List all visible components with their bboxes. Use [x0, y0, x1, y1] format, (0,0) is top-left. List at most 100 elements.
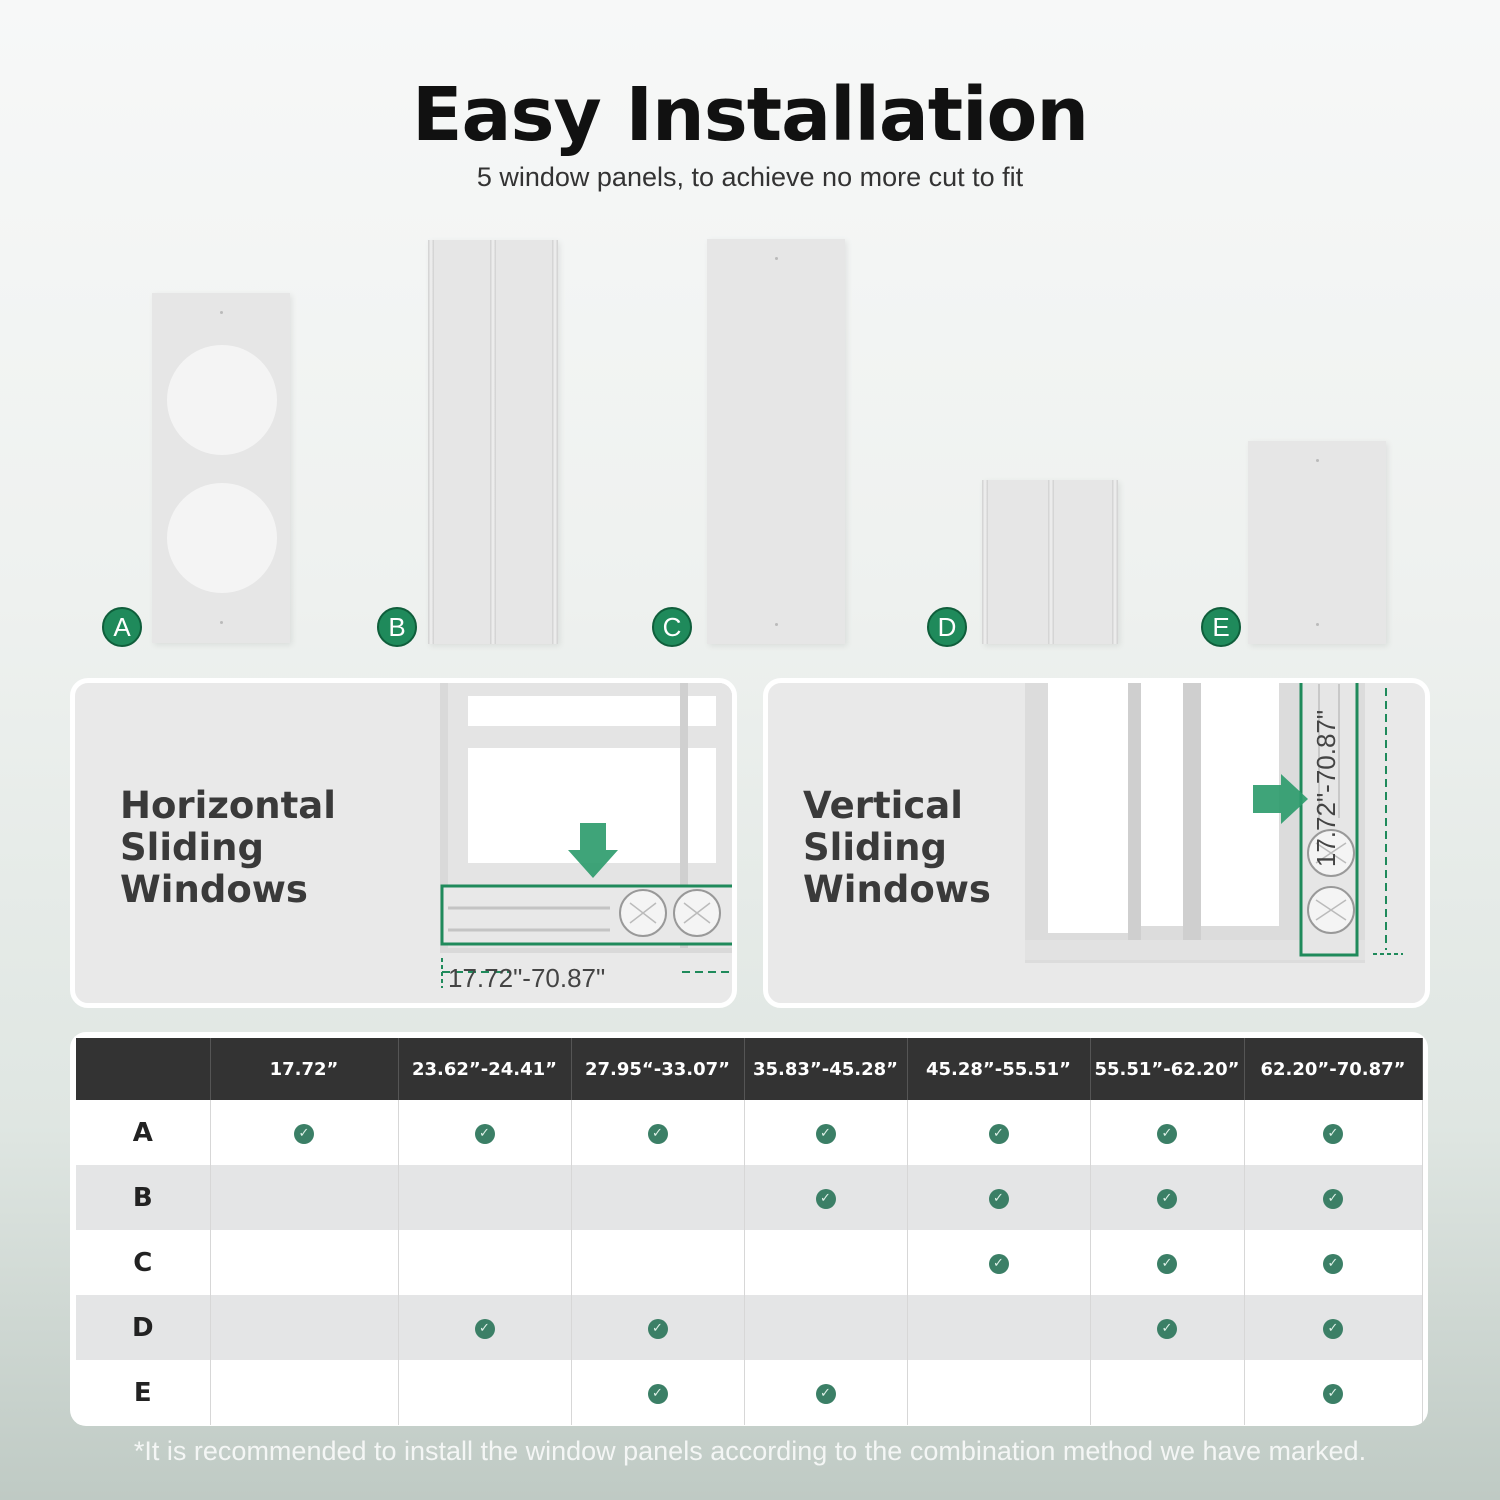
panel-rail	[1048, 480, 1054, 644]
panel-d-image	[982, 480, 1118, 644]
check-icon: ✓	[988, 1253, 1009, 1274]
table-row: E ✓ ✓ ✓	[76, 1360, 1423, 1425]
screw-hole	[775, 257, 778, 260]
table-cell	[398, 1230, 572, 1295]
table-cell: ✓	[744, 1100, 908, 1165]
vertical-window-card: Vertical Sliding Windows 17.72"-70.87"	[763, 678, 1430, 1008]
row-label: C	[76, 1230, 211, 1295]
panel-a-badge: A	[102, 607, 142, 647]
table-cell: ✓	[571, 1360, 745, 1425]
page-subtitle: 5 window panels, to achieve no more cut …	[476, 162, 1024, 192]
horizontal-dimension-label: 17.72"-70.87"	[448, 963, 606, 993]
column-header: 17.72”	[210, 1038, 399, 1100]
column-header: 23.62”-24.41”	[398, 1038, 572, 1100]
vent-hole	[167, 345, 277, 455]
vertical-dimension-label: 17.72"-70.87"	[1311, 709, 1342, 868]
title-line: Windows	[803, 868, 991, 911]
title-line: Vertical	[803, 784, 963, 827]
vertical-window-illustration	[1025, 683, 1403, 963]
table-cell: ✓	[1244, 1165, 1423, 1230]
table-cell: ✓	[1244, 1360, 1423, 1425]
check-icon: ✓	[988, 1188, 1009, 1209]
table-row: C ✓ ✓ ✓	[76, 1230, 1423, 1295]
panel-d-badge: D	[927, 607, 967, 647]
header-corner	[76, 1038, 211, 1100]
table-cell	[571, 1230, 745, 1295]
table-cell: ✓	[571, 1295, 745, 1360]
column-header: 45.28”-55.51”	[907, 1038, 1091, 1100]
check-icon: ✓	[1323, 1188, 1343, 1209]
check-icon: ✓	[1157, 1318, 1177, 1339]
table-cell: ✓	[210, 1100, 399, 1165]
horizontal-card-title: Horizontal Sliding Windows	[120, 785, 336, 911]
table-cell: ✓	[907, 1230, 1091, 1295]
table-cell: ✓	[1090, 1165, 1245, 1230]
column-header: 55.51”-62.20”	[1090, 1038, 1245, 1100]
table-header-row: 17.72” 23.62”-24.41” 27.95“-33.07” 35.83…	[76, 1038, 1423, 1100]
footnote: *It is recommended to install the window…	[133, 1436, 1367, 1466]
panel-e-image	[1248, 441, 1386, 644]
title-line: Horizontal	[120, 784, 336, 827]
screw-hole	[220, 621, 223, 624]
screw-hole	[220, 311, 223, 314]
title-line: Sliding	[803, 826, 948, 869]
table-row: D✓✓✓✓	[76, 1295, 1423, 1360]
column-header: 35.83”-45.28”	[744, 1038, 908, 1100]
row-label: E	[76, 1360, 211, 1425]
table-cell	[1090, 1360, 1245, 1425]
check-icon: ✓	[647, 1123, 668, 1144]
check-icon: ✓	[815, 1188, 836, 1209]
check-icon: ✓	[647, 1383, 668, 1404]
table-cell	[907, 1295, 1091, 1360]
check-icon: ✓	[815, 1123, 836, 1144]
table-cell	[744, 1230, 908, 1295]
check-icon: ✓	[647, 1318, 668, 1339]
title-line: Windows	[120, 868, 308, 911]
check-icon: ✓	[815, 1383, 836, 1404]
panel-b-image	[428, 240, 558, 644]
vent-hole	[167, 483, 277, 593]
table-cell	[210, 1295, 399, 1360]
check-icon: ✓	[474, 1318, 495, 1339]
panel-c-image	[707, 239, 845, 644]
check-icon: ✓	[474, 1123, 495, 1144]
check-icon: ✓	[1323, 1253, 1343, 1274]
check-icon: ✓	[1157, 1253, 1177, 1274]
screw-hole	[775, 623, 778, 626]
check-icon: ✓	[294, 1123, 314, 1144]
panel-rail	[982, 480, 988, 644]
horizontal-window-illustration	[440, 683, 732, 988]
table-cell: ✓	[398, 1100, 572, 1165]
panel-c-badge: C	[652, 607, 692, 647]
table-cell: ✓	[1090, 1230, 1245, 1295]
compatibility-grid: 17.72” 23.62”-24.41” 27.95“-33.07” 35.83…	[76, 1038, 1423, 1425]
table-cell: ✓	[744, 1165, 908, 1230]
check-icon: ✓	[1323, 1123, 1343, 1144]
table-cell	[210, 1165, 399, 1230]
row-label: D	[76, 1295, 211, 1360]
screw-hole	[1316, 623, 1319, 626]
table-cell	[398, 1360, 572, 1425]
table-row: A✓✓✓✓✓✓✓	[76, 1100, 1423, 1165]
row-label: B	[76, 1165, 211, 1230]
column-header: 27.95“-33.07”	[571, 1038, 745, 1100]
column-header: 62.20”-70.87”	[1244, 1038, 1423, 1100]
title-line: Sliding	[120, 826, 265, 869]
table-cell	[210, 1230, 399, 1295]
table-cell	[571, 1165, 745, 1230]
panel-rail	[428, 240, 434, 644]
table-cell: ✓	[744, 1360, 908, 1425]
panel-rail	[552, 240, 558, 644]
panel-e-badge: E	[1201, 607, 1241, 647]
screw-hole	[1316, 459, 1319, 462]
table-cell	[398, 1165, 572, 1230]
vertical-card-title: Vertical Sliding Windows	[803, 785, 991, 911]
table-cell	[744, 1295, 908, 1360]
table-cell: ✓	[1090, 1295, 1245, 1360]
table-cell	[210, 1360, 399, 1425]
panel-a-image	[152, 293, 290, 643]
table-cell: ✓	[907, 1165, 1091, 1230]
check-icon: ✓	[1323, 1383, 1343, 1404]
panel-b-badge: B	[377, 607, 417, 647]
table-cell: ✓	[1090, 1100, 1245, 1165]
